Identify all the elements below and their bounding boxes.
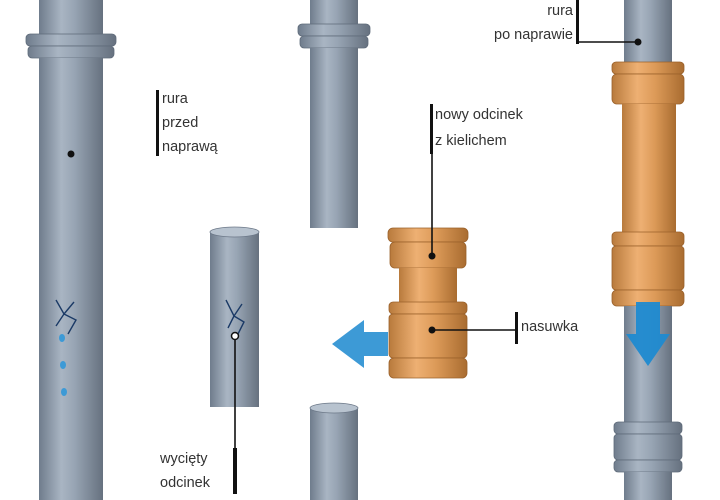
label-pipe-after-repair: rura po naprawie [494,0,579,44]
water-drop-icon [60,361,66,369]
label-bar [156,90,159,156]
label-coupling-text: nasuwka [521,319,579,335]
pipe-after-repair [578,0,685,500]
label-cut-section: wycięty odcinek [159,448,237,494]
label-new-line1: nowy odcinek [435,107,524,123]
label-bar [430,104,433,154]
cut-pipe-section [209,226,260,450]
label-pipe-before-repair: rura przed naprawą [156,90,219,156]
label-after-line1: rura [547,3,574,19]
leader-dot [230,331,240,341]
label-bar [576,0,579,44]
label-new-line2: z kielichem [435,133,507,149]
label-bar [233,448,237,494]
new-fittings-assembly [387,152,515,379]
crack-icon [225,299,245,335]
label-after-line2: po naprawie [494,27,573,43]
label-new-section: nowy odcinek z kielichem [430,104,524,154]
pipe-before-repair [25,0,117,500]
label-before-line2: przed [162,115,198,131]
crack-icon [55,299,77,335]
label-cut-line2: odcinek [160,475,211,491]
label-before-line1: rura [162,91,189,107]
arrow-down-icon [626,302,670,366]
water-drop-icon [59,334,65,342]
label-bar [515,312,518,344]
pipe-remaining-lower [309,402,359,500]
label-cut-line1: wycięty [159,451,208,467]
label-before-line3: naprawą [162,139,219,155]
water-drop-icon [61,388,67,396]
label-coupling: nasuwka [515,312,579,344]
leader-dot [67,150,75,158]
arrow-left-icon [332,320,388,368]
pipe-remaining-upper [297,0,371,228]
